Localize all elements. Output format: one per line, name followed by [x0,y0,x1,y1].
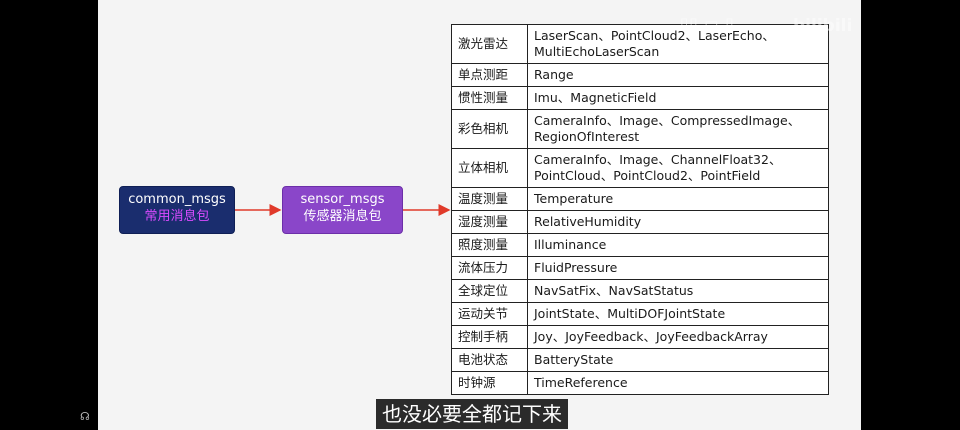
message-types-cell: NavSatFix、NavSatStatus [527,279,829,303]
message-types-cell: TimeReference [527,371,829,395]
message-types-cell: CameraInfo、Image、ChannelFloat32、PointClo… [527,148,829,188]
sensor-category-cell: 全球定位 [451,279,528,303]
message-types-cell: JointState、MultiDOFJointState [527,302,829,326]
sensor-msgs-title: sensor_msgs [300,192,385,207]
sensor-category-cell: 立体相机 [451,148,528,188]
message-types-cell: LaserScan、PointCloud2、LaserEcho、MultiEch… [527,24,829,64]
common-msgs-desc: 常用消息包 [144,209,210,224]
video-subtitle: 也没必要全都记下来 [376,399,568,429]
message-types-cell: Illuminance [527,233,829,257]
message-types-cell: Temperature [527,187,829,211]
player-corner-icon: ☊ [80,410,90,423]
sensor-category-cell: 温度测量 [451,187,528,211]
message-types-cell: Joy、JoyFeedback、JoyFeedbackArray [527,325,829,349]
bilibili-watermark: bilibili [793,16,853,36]
sensor-category-cell: 控制手柄 [451,325,528,349]
sensor-category-cell: 激光雷达 [451,24,528,64]
sensor-category-cell: 运动关节 [451,302,528,326]
message-types-cell: Imu、MagneticField [527,86,829,110]
message-types-cell: Range [527,63,829,87]
message-types-cell: FluidPressure [527,256,829,280]
common-msgs-title: common_msgs [128,192,226,207]
common-msgs-node: common_msgs 常用消息包 [119,186,235,234]
sensor-category-cell: 照度测量 [451,233,528,257]
message-types-cell: RelativeHumidity [527,210,829,234]
message-types-cell: BatteryState [527,348,829,372]
sensor-category-cell: 彩色相机 [451,109,528,149]
watermark-text: ▯▯ ▭ ▯ [680,14,735,32]
sensor-category-cell: 电池状态 [451,348,528,372]
sensor-category-cell: 惯性测量 [451,86,528,110]
sensor-category-cell: 时钟源 [451,371,528,395]
sensor-msgs-node: sensor_msgs 传感器消息包 [282,186,403,234]
sensor-category-cell: 单点测距 [451,63,528,87]
sensor-category-cell: 湿度测量 [451,210,528,234]
sensor-category-cell: 流体压力 [451,256,528,280]
sensor-msgs-desc: 传感器消息包 [303,209,382,224]
message-types-cell: CameraInfo、Image、CompressedImage、RegionO… [527,109,829,149]
